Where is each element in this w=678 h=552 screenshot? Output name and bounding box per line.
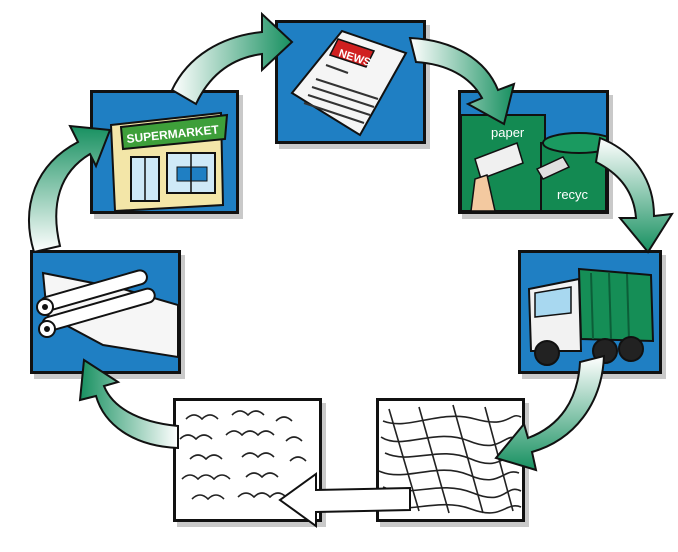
- newspaper-illustration: NEWS: [290, 29, 408, 137]
- recycling-bin-panel: paper recyc: [458, 90, 609, 214]
- arrow-newspaper-to-recycling: [408, 36, 516, 126]
- recycle-bin-label: recyc: [557, 187, 589, 202]
- arrow-pulp-to-rolls: [78, 358, 179, 450]
- arrow-truck-to-shredded: [494, 354, 606, 472]
- garbage-truck-illustration: [527, 267, 655, 366]
- arrow-rolls-to-supermarket: [28, 124, 112, 254]
- paper-pulp-illustration: [179, 410, 307, 501]
- supermarket-illustration: SUPERMARKET: [109, 111, 229, 211]
- arrow-supermarket-to-newspaper: [170, 11, 294, 106]
- paper-bin-label: paper: [491, 125, 525, 140]
- recycling-bin-illustration: paper recyc: [461, 114, 606, 211]
- paper-pulp-panel: [173, 398, 322, 522]
- supermarket-panel: SUPERMARKET: [90, 90, 239, 214]
- arrow-recycling-to-truck: [594, 136, 674, 254]
- garbage-truck-panel: [518, 250, 662, 374]
- paper-rolls-panel: [30, 250, 181, 374]
- arrow-shredded-to-pulp: [278, 472, 411, 528]
- paper-rolls-illustration: [36, 269, 178, 359]
- newspaper-panel: NEWS: [275, 20, 426, 144]
